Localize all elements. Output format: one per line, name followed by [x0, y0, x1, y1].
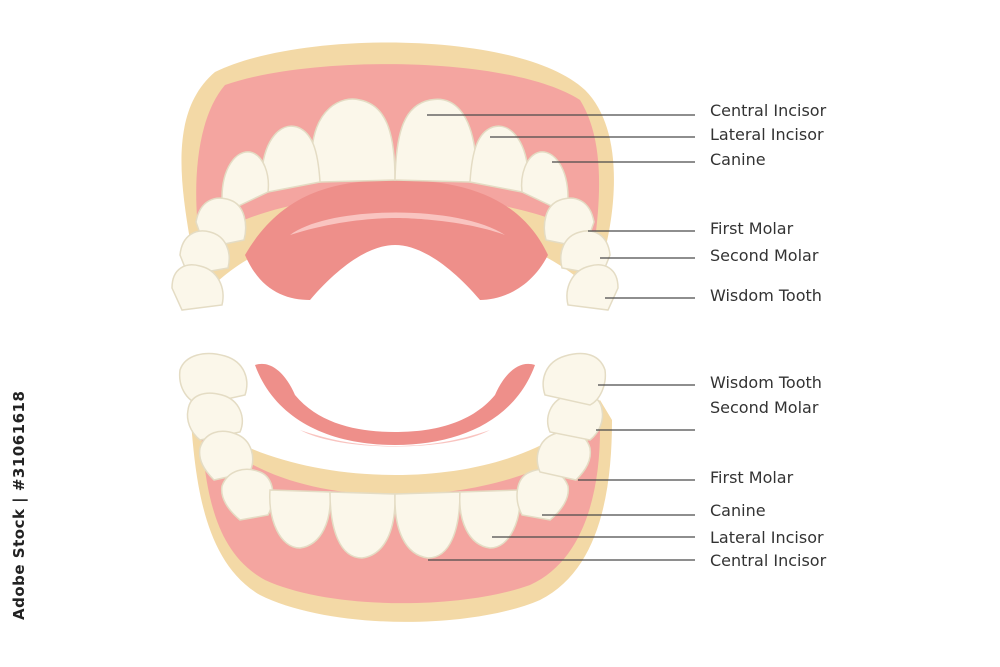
- lower-tongue-highlight: [300, 430, 490, 447]
- lower-first-molar-left: [198, 430, 254, 481]
- lower-wisdom-tooth-left: [178, 352, 248, 406]
- lower-wisdom-tooth-right: [542, 352, 607, 406]
- label-lower-central-incisor: Central Incisor: [710, 551, 827, 570]
- lower-lateral-incisor-left: [269, 489, 331, 549]
- lower-leader-lines: [428, 384, 695, 561]
- lower-central-incisor-left: [329, 491, 396, 559]
- upper-jaw-labels: Central Incisor Lateral Incisor Canine F…: [710, 101, 827, 305]
- upper-leader-lines: [427, 114, 695, 299]
- upper-wisdom-tooth-left: [171, 264, 224, 311]
- stock-id-watermark: Adobe Stock | #31061618: [10, 390, 28, 620]
- lower-central-incisor-right: [394, 491, 461, 559]
- upper-second-molar-right: [560, 230, 611, 276]
- label-lower-canine: Canine: [710, 501, 766, 520]
- upper-central-incisor-left: [311, 98, 396, 183]
- lower-teeth: [178, 352, 607, 559]
- label-lower-first-molar: First Molar: [710, 468, 794, 487]
- upper-palate: [245, 180, 548, 300]
- upper-lateral-incisor-right: [469, 125, 529, 193]
- upper-wisdom-tooth-right: [566, 264, 619, 311]
- upper-palate-highlight: [290, 212, 505, 235]
- label-lower-second-molar: Second Molar: [710, 398, 819, 417]
- label-upper-lateral-incisor: Lateral Incisor: [710, 125, 824, 144]
- label-upper-second-molar: Second Molar: [710, 246, 819, 265]
- lower-second-molar-left: [186, 392, 243, 441]
- upper-jaw: [171, 42, 619, 311]
- upper-lateral-incisor-left: [261, 125, 321, 193]
- label-lower-wisdom-tooth: Wisdom Tooth: [710, 373, 822, 392]
- upper-canine-left: [221, 151, 270, 211]
- label-upper-central-incisor: Central Incisor: [710, 101, 827, 120]
- label-upper-canine: Canine: [710, 150, 766, 169]
- lower-jaw-labels: Wisdom Tooth Second Molar First Molar Ca…: [710, 373, 827, 570]
- lower-jaw: [178, 352, 612, 622]
- lower-tongue: [255, 363, 535, 445]
- upper-canine-right: [520, 151, 569, 211]
- label-upper-first-molar: First Molar: [710, 219, 794, 238]
- upper-teeth: [171, 98, 619, 311]
- upper-central-incisor-right: [394, 98, 476, 183]
- upper-second-molar-left: [179, 230, 230, 276]
- label-upper-wisdom-tooth: Wisdom Tooth: [710, 286, 822, 305]
- label-lower-lateral-incisor: Lateral Incisor: [710, 528, 824, 547]
